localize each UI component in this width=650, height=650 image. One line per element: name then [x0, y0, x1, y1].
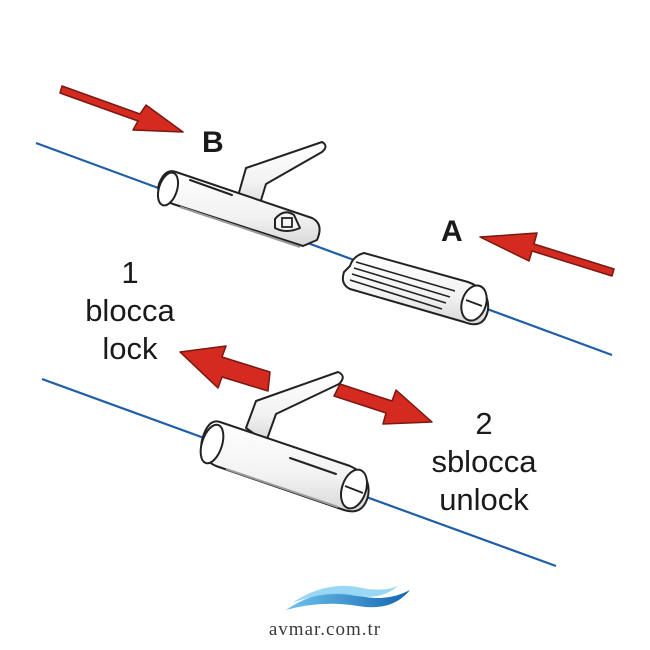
logo-wave-icon [286, 585, 410, 610]
insert-a [341, 252, 490, 326]
lock-step-number: 1 [121, 255, 139, 290]
unlock-step-number: 2 [475, 406, 493, 441]
sleeve-b [156, 141, 327, 248]
lock-english-text: lock [102, 331, 158, 366]
arrow-lock [179, 345, 271, 392]
assembled-sleeve [199, 371, 370, 513]
unlock-italian-text: sblocca [431, 444, 537, 479]
arrow-unlock [333, 383, 433, 425]
arrow-b [59, 85, 184, 133]
arrow-a [479, 232, 615, 277]
footer-site-name: avmar.com.tr [268, 619, 382, 640]
unlock-instructions: 2 sblocca unlock [420, 408, 548, 522]
unlock-english-text: unlock [439, 482, 529, 517]
lock-instructions: 1 blocca lock [72, 257, 188, 371]
lock-italian-text: blocca [85, 293, 175, 328]
upper-line [35, 141, 613, 357]
label-a: A [441, 215, 463, 248]
label-b: B [202, 126, 224, 159]
